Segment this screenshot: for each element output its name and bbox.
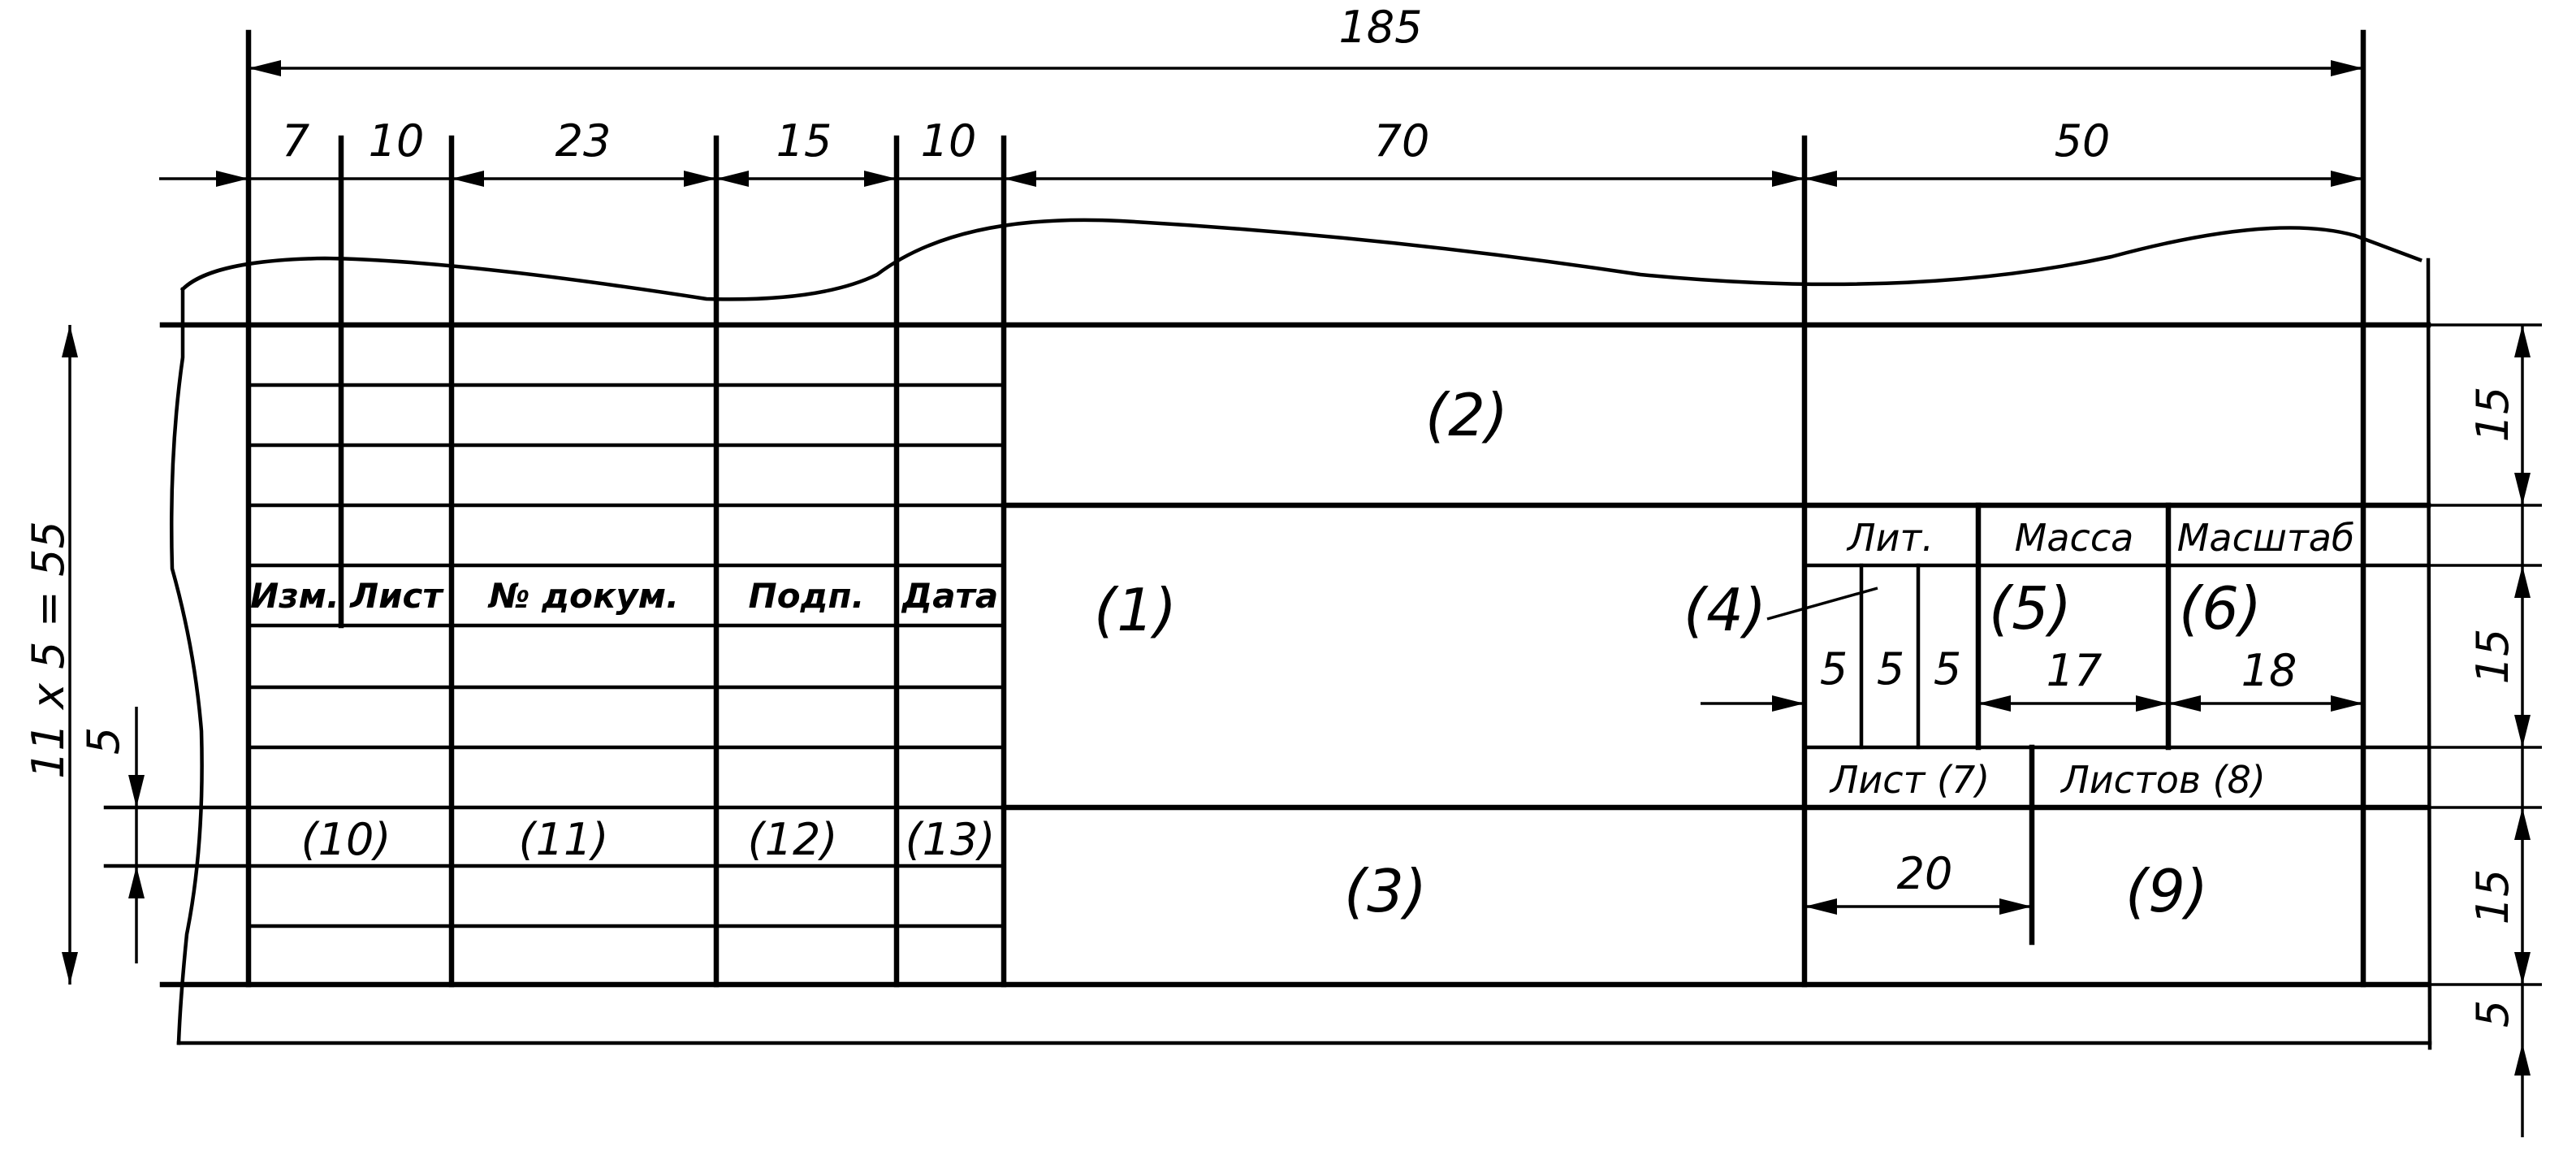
field-4-leader <box>1766 586 1878 621</box>
lit-cell-1: 5 <box>1820 643 1848 695</box>
field-12: (12) <box>748 814 838 865</box>
paper-left-edge <box>169 287 204 1045</box>
dim-17-label: 17 <box>2047 645 2103 696</box>
dim-5-right-bottom-label: 5 <box>2467 1000 2518 1028</box>
label-sheet: Лист (7) <box>1829 758 1990 802</box>
field-13: (13) <box>905 814 996 865</box>
dim-10b-label: 10 <box>921 115 977 167</box>
header-dokum: № докум. <box>487 576 679 616</box>
dim-10a-label: 10 <box>369 115 425 167</box>
field-3: (3) <box>1344 857 1427 925</box>
dim-20-label: 20 <box>1897 848 1953 899</box>
label-lit: Лит. <box>1846 516 1934 560</box>
lit-cell-3: 5 <box>1934 643 1961 695</box>
dim-15-right-lower-label: 15 <box>2467 869 2518 925</box>
dim-15-right-middle-label: 15 <box>2467 629 2518 685</box>
field-1: (1) <box>1094 576 1177 644</box>
paper-top-edge <box>179 218 2423 301</box>
dim-55-label: 11 x 5 = 55 <box>23 521 74 779</box>
label-massa: Масса <box>2015 516 2134 560</box>
dim-23-label: 23 <box>555 115 612 167</box>
field-6: (6) <box>2179 574 2262 643</box>
dim-70-label: 70 <box>1374 115 1430 167</box>
field-11: (11) <box>519 814 609 865</box>
field-4: (4) <box>1683 576 1766 644</box>
label-masshtab: Масштаб <box>2177 516 2355 560</box>
dim-7-label: 7 <box>282 115 309 167</box>
dim-185-label: 185 <box>1338 2 1422 53</box>
lit-cell-2: 5 <box>1877 643 1904 695</box>
header-list: Лист <box>348 576 444 616</box>
dim-15-right-top-label: 15 <box>2467 387 2518 443</box>
dim-18-label: 18 <box>2241 645 2297 696</box>
field-9: (9) <box>2125 857 2208 925</box>
label-sheets: Листов (8) <box>2060 758 2266 802</box>
dim-5-left-label: 5 <box>78 727 129 755</box>
header-izm: Изм. <box>250 576 339 616</box>
field-10: (10) <box>301 814 391 865</box>
header-data: Дата <box>901 576 998 616</box>
field-2: (2) <box>1425 381 1508 449</box>
field-5: (5) <box>1989 574 2072 643</box>
header-podp: Подп. <box>749 576 865 616</box>
signature-grid-rows <box>103 383 1006 928</box>
right-block-grid <box>1802 502 2431 946</box>
dim-15-label: 15 <box>776 115 832 167</box>
paper-right-edge <box>2426 258 2432 1050</box>
dim-50-label: 50 <box>2055 115 2111 167</box>
